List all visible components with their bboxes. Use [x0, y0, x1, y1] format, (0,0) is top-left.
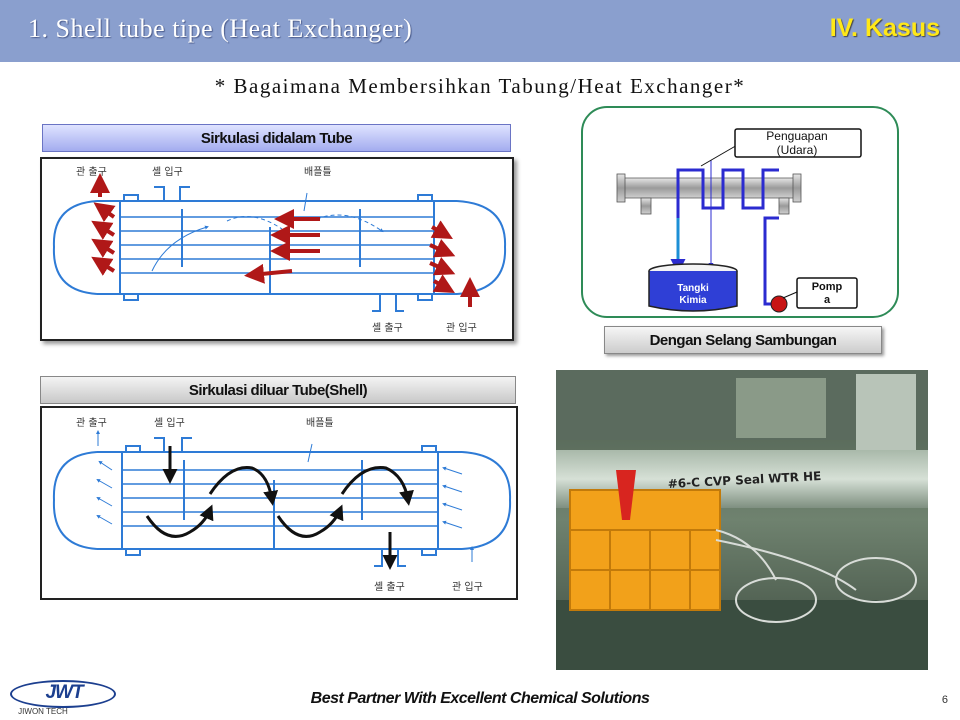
- heat-exchanger-pipe: [616, 173, 802, 215]
- red-flow-arrows: [90, 173, 480, 307]
- header-bar: 1. Shell tube tipe (Heat Exchanger) IV. …: [0, 0, 960, 62]
- pump-label-line2: a: [824, 294, 831, 306]
- company-logo: JWT JIWON TECH: [8, 680, 120, 718]
- tube-inlet-label-2: 관 입구: [452, 580, 483, 593]
- connection-label: Dengan Selang Sambungan: [604, 326, 882, 354]
- baffle-label-1: 배플틀: [304, 166, 332, 178]
- outside-tube-label: Sirkulasi diluar Tube(Shell): [40, 376, 516, 404]
- shell-inlet-label-2: 셸 입구: [154, 416, 185, 429]
- tank-label-line2: Kimia: [679, 295, 707, 306]
- section-label: IV. Kasus: [829, 14, 940, 42]
- black-flow-arrows: [145, 446, 414, 570]
- slide-title: 1. Shell tube tipe (Heat Exchanger): [28, 14, 413, 43]
- evaporation-label-line1: Penguapan: [766, 129, 827, 143]
- logo-name: JIWON TECH: [18, 707, 68, 716]
- chemical-tank: Tangki Kimia: [648, 263, 738, 312]
- inside-tube-drawing: 관 출구 셸 입구 배플틀 셸 출구 관 입구: [52, 165, 507, 334]
- tube-outlet-label-1: 관 출구: [76, 166, 107, 178]
- hose-connection-diagram: Tangki Kimia Penguapan (Udara) Pomp a: [581, 106, 899, 318]
- pump-icon: [770, 295, 788, 313]
- logo-oval: [10, 680, 116, 708]
- outside-tube-drawing: 관 출구 셸 입구 배플틀 셸 출구 관 입구: [52, 416, 512, 593]
- site-photo: #6-C CVP Seal WTR HE: [556, 370, 928, 670]
- shell-inlet-label-1: 셸 입구: [152, 165, 183, 178]
- tube-inlet-label-1: 관 입구: [446, 321, 477, 334]
- baffle-label-2: 배플틀: [306, 417, 334, 429]
- tube-outlet-label-2: 관 출구: [76, 417, 107, 429]
- orange-crate: [569, 489, 721, 611]
- page-number: 6: [941, 694, 948, 706]
- evaporation-label-line2: (Udara): [777, 143, 818, 157]
- footer-tagline: Best Partner With Excellent Chemical Sol…: [310, 690, 650, 707]
- hose-connection-drawing: Tangki Kimia Penguapan (Udara) Pomp a: [616, 128, 862, 313]
- outside-tube-diagram: 관 출구 셸 입구 배플틀 셸 출구 관 입구: [40, 406, 518, 600]
- tank-label-line1: Tangki: [677, 283, 709, 294]
- shell-outlet-label-2: 셸 출구: [374, 581, 405, 593]
- site-photo-drawing: #6-C CVP Seal WTR HE: [556, 370, 928, 670]
- evaporation-callout: [734, 128, 862, 158]
- inside-tube-diagram: 관 출구 셸 입구 배플틀 셸 출구 관 입구: [40, 157, 514, 341]
- logo-mark: JWT: [45, 682, 83, 703]
- slide-subtitle: * Bagaimana Membersihkan Tabung/Heat Exc…: [214, 74, 746, 98]
- inside-tube-label: Sirkulasi didalam Tube: [42, 124, 511, 152]
- pump-label-line1: Pomp: [812, 281, 843, 293]
- pump-callout: [796, 277, 858, 309]
- shell-outlet-label-1: 셸 출구: [372, 322, 403, 334]
